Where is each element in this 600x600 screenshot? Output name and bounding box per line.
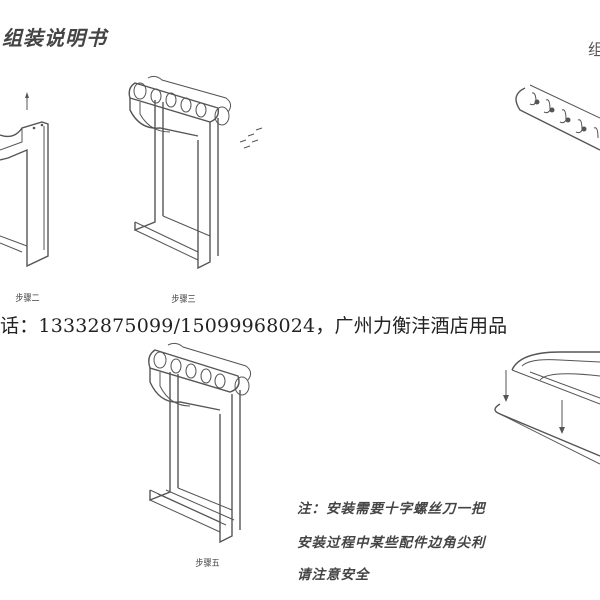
manual-title: 组装说明书	[2, 26, 107, 50]
step5-illustration	[148, 342, 252, 544]
step2-caption: 步骤二	[15, 294, 40, 304]
tray-illustration	[494, 351, 600, 465]
step3-caption: 步骤三	[171, 295, 196, 305]
manual-title-right-fragment: 组	[588, 40, 600, 59]
contact-line: 话：13332875099/15099968024，广州力衡沣酒店用品	[0, 315, 508, 337]
note-sharp-edges: 安装过程中某些配件边角尖利	[297, 535, 486, 551]
roller-illustration	[515, 84, 600, 151]
step5-caption: 步骤五	[195, 559, 220, 569]
step3-illustration	[128, 75, 263, 270]
note-safety: 请注意安全	[297, 567, 370, 583]
note-tool-required: 注：安装需要十字螺丝刀一把	[297, 501, 486, 517]
step2-illustration	[0, 92, 49, 268]
